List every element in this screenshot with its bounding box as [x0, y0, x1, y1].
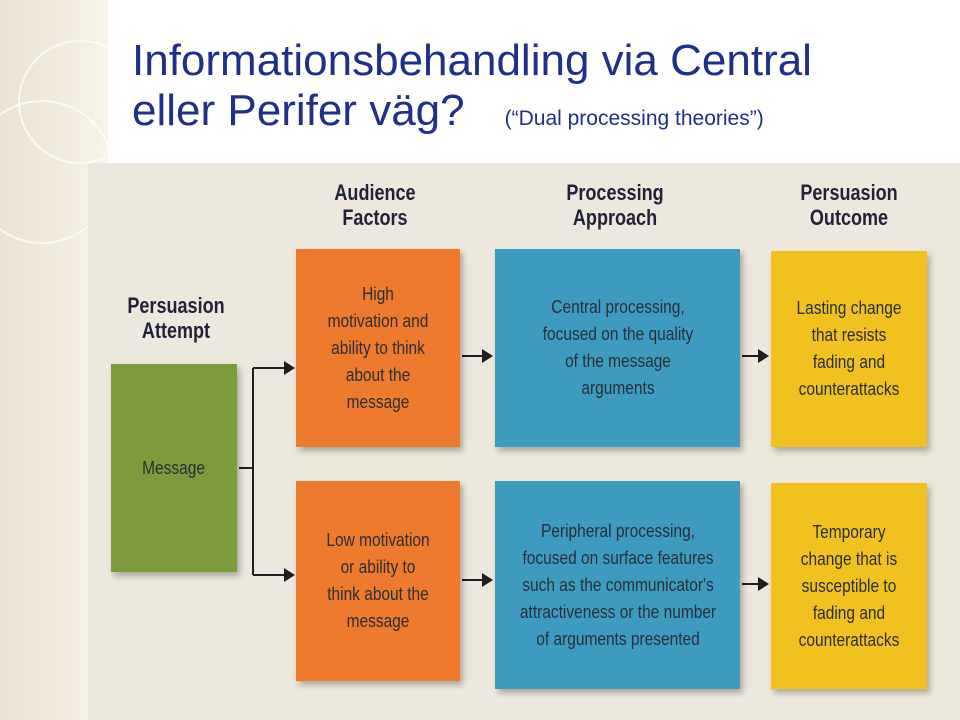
header-persuasion-outcome: Persuasion Outcome — [800, 180, 898, 230]
message-box: Message — [111, 364, 237, 572]
persuasion-diagram: Persuasion Attempt Audience Factors Proc… — [88, 163, 960, 720]
connector-arrows — [239, 349, 769, 591]
high-motivation-box: High motivation and ability to think abo… — [296, 249, 460, 447]
header-audience-factors: Audience Factors — [334, 180, 416, 230]
message-label: Message — [142, 457, 206, 478]
peripheral-processing-box: Peripheral processing, focused on surfac… — [495, 481, 740, 689]
low-motivation-box: Low motivation or ability to think about… — [296, 481, 460, 681]
header-persuasion-attempt: Persuasion Attempt — [127, 293, 225, 343]
central-processing-box: Central processing, focused on the quali… — [495, 249, 740, 447]
low-motivation-label: Low motivation or ability to think about… — [326, 530, 430, 631]
high-motivation-label: High motivation and ability to think abo… — [327, 283, 429, 412]
title-line-2: eller Perifer väg? (“Dual processing theo… — [132, 86, 932, 144]
temporary-change-label: Temporary change that is susceptible to … — [798, 521, 900, 650]
title-line-1: Informationsbehandling via Central — [132, 36, 812, 85]
title-line-2-text: eller Perifer väg? — [132, 86, 465, 135]
header-processing-approach: Processing Approach — [566, 180, 664, 230]
peripheral-processing-label: Peripheral processing, focused on surfac… — [519, 520, 716, 649]
slide-title: Informationsbehandling via Central eller… — [132, 36, 932, 144]
temporary-change-box: Temporary change that is susceptible to … — [771, 483, 927, 689]
lasting-change-label: Lasting change that resists fading and c… — [796, 298, 902, 399]
central-processing-label: Central processing, focused on the quali… — [542, 297, 693, 398]
lasting-change-box: Lasting change that resists fading and c… — [771, 251, 927, 447]
title-subtitle: (“Dual processing theories”) — [504, 107, 764, 130]
